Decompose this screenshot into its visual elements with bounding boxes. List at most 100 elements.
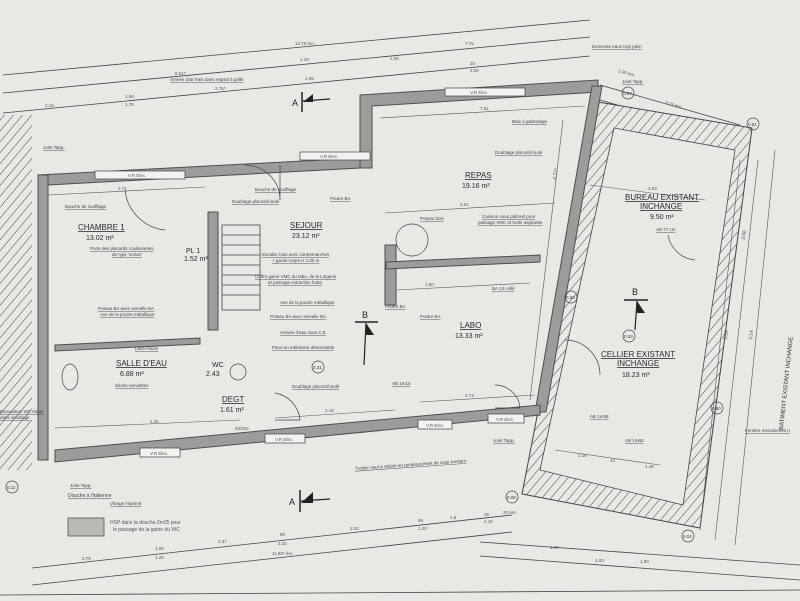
bottom-dimension-lines	[0, 514, 800, 596]
dim-interior: 3.03	[648, 186, 657, 191]
svg-text:Poutre BA: Poutre BA	[385, 304, 406, 309]
dim-top: 1.69	[125, 94, 134, 99]
dim-bottom: 1.8	[450, 515, 457, 520]
dim-top-right: 3.75 ém.	[665, 100, 683, 110]
level-value: 0.04	[683, 534, 692, 539]
svg-text:SALLE D'EAU: SALLE D'EAU	[116, 359, 167, 368]
legend: HSP dans la douche 2m25 pour le passage …	[67, 517, 181, 537]
svg-text:Poteau bois: Poteau bois	[420, 216, 445, 221]
dim-interior-vertical: 4.72⁵	[552, 168, 560, 181]
level-value: 0.08	[507, 495, 516, 500]
svg-text:CHAMBRE 1: CHAMBRE 1	[78, 223, 125, 232]
svg-text:AB 77 cm: AB 77 cm	[656, 227, 676, 232]
svg-text:Doublage placostil isolé: Doublage placostil isolé	[495, 150, 543, 155]
dim-bottom: 1.25	[155, 555, 164, 560]
svg-text:LABO: LABO	[460, 321, 481, 330]
dim-interior: 4.01	[460, 202, 469, 207]
dim-bottom: 2.15	[278, 541, 287, 546]
svg-text:B: B	[632, 287, 638, 297]
batiment-existant-label: BATIMENT EXISTANT INCHANGE	[779, 337, 795, 431]
dim-interior-vertical: 3.14	[748, 330, 755, 341]
dim-bottom: 95	[418, 518, 424, 523]
svg-text:et passage extraction hotte: et passage extraction hotte	[268, 280, 323, 285]
stairs	[221, 224, 261, 311]
svg-text:Paroi en mélaminé démontable: Paroi en mélaminé démontable	[272, 345, 335, 350]
svg-text:13.33 m²: 13.33 m²	[455, 333, 483, 340]
dim-top: 1.05	[305, 76, 314, 81]
svg-text:Poutre BA: Poutre BA	[420, 314, 441, 319]
room-bureau: BUREAU EXISTANT INCHANGE 9.50 m²	[625, 193, 699, 221]
svg-text:Arrivée d'air frais dans regar: Arrivée d'air frais dans regard à grille	[170, 77, 244, 82]
svg-text:Sèche-serviettes: Sèche-serviettes	[115, 383, 149, 388]
dim-top: 1.05	[390, 56, 399, 61]
level-value: 0.11	[7, 485, 16, 490]
dim-bottom: 4.00	[595, 558, 604, 563]
dim-top: 3.00	[470, 68, 479, 73]
svg-text:passage VMC et hotte aspirante: passage VMC et hotte aspirante	[478, 220, 543, 225]
svg-text:CELLIER EXISTANT: CELLIER EXISTANT	[601, 350, 675, 359]
svg-text:Joint Tapp.: Joint Tapp.	[43, 145, 65, 150]
dim-top: 1.19	[300, 57, 309, 62]
room-labo: LABO 13.33 m²	[455, 321, 483, 340]
room-sejour: SEJOUR 23.12 m²	[290, 221, 323, 240]
dim-interior: 43	[610, 458, 616, 463]
svg-text:Coffre gainé VMC du labo, de l: Coffre gainé VMC du labo, de la Lingerie	[255, 274, 337, 279]
svg-text:Axe de la poutre métallique: Axe de la poutre métallique	[100, 312, 155, 317]
section-marker-a-top: A	[292, 92, 331, 112]
vr-elec-label: V.R Elec.	[275, 437, 293, 442]
existing-wall-left	[0, 115, 32, 470]
room-salle-eau: SALLE D'EAU 6.88 m²	[116, 359, 167, 378]
level-value: 0.07	[623, 91, 632, 96]
svg-text:Bouche de soufflage: Bouche de soufflage	[65, 204, 106, 209]
dim-top: 7.75	[465, 41, 474, 46]
room-repas: REPAS 19.16 m²	[462, 171, 492, 190]
level-value: 0.51	[748, 122, 757, 127]
svg-text:Baie à galandage: Baie à galandage	[512, 119, 548, 124]
room-degt: DEGT 1.61 m²	[220, 395, 244, 414]
level-value: 0.53	[624, 334, 633, 339]
dim-bottom: 2.37	[218, 539, 227, 544]
dim-bottom: 1.90	[640, 559, 649, 564]
dim-interior: 1.19	[578, 453, 587, 458]
svg-text:1.61 m²: 1.61 m²	[220, 407, 244, 414]
dim-total-bottom: 11.80⁵ ém.	[272, 551, 294, 556]
dim-interior-vertical: 3.06	[741, 230, 748, 241]
dim-interior-vertical: 3.39	[723, 330, 730, 341]
svg-text:Poteau BA avec semelle BA: Poteau BA avec semelle BA	[98, 306, 154, 311]
dim-interior: 1.25	[150, 419, 159, 424]
svg-text:93/204: 93/204	[235, 426, 249, 431]
vr-elec-label: V.R Elec.	[470, 90, 488, 95]
svg-text:9.50 m²: 9.50 m²	[650, 214, 674, 221]
level-value: 0.31	[313, 365, 322, 370]
svg-text:Douche à l'italienne: Douche à l'italienne	[68, 493, 112, 499]
svg-text:de type 'océan': de type 'océan'	[112, 252, 142, 257]
vr-elec-label: V.R Elec.	[150, 451, 168, 456]
svg-text:B: B	[362, 310, 368, 320]
svg-text:A: A	[292, 98, 298, 108]
vr-elec-label: V.R Elec.	[320, 154, 338, 159]
svg-text:DEGT: DEGT	[222, 395, 244, 404]
svg-text:19.16 m²: 19.16 m²	[462, 183, 490, 190]
svg-text:Joint Tapp.: Joint Tapp.	[493, 438, 515, 443]
dim-bottom: 1.20	[418, 526, 427, 531]
section-marker-a-bottom: A	[289, 490, 331, 512]
svg-text:1.52 m²: 1.52 m²	[184, 256, 208, 263]
vr-elec-boxes	[94, 87, 526, 458]
dim-top: 20	[470, 61, 476, 66]
vr-elec-label: V.R Elec.	[128, 173, 146, 178]
svg-text:6.88 m²: 6.88 m²	[120, 371, 144, 378]
dim-bottom: 1.90	[550, 545, 559, 550]
svg-text:AB 1m10: AB 1m10	[392, 381, 411, 386]
dim-top: 2.15	[45, 103, 54, 108]
level-value: 0.53	[566, 295, 575, 300]
svg-text:Doublage placostil isolé: Doublage placostil isolé	[232, 199, 280, 204]
svg-text:Porte des placards coulissante: Porte des placards coulissantes	[90, 246, 154, 251]
svg-text:Descente eaux trop plein: Descente eaux trop plein	[592, 44, 642, 49]
svg-text:Vitrage imprimé: Vitrage imprimé	[110, 501, 142, 506]
section-marker-b-right: B	[624, 287, 648, 331]
level-value: 0.80	[712, 406, 721, 411]
svg-text:INCHANGE: INCHANGE	[617, 359, 659, 368]
svg-text:REPAS: REPAS	[465, 171, 492, 180]
walls	[36, 79, 603, 463]
svg-text:Fenêtre menuiseries n: Fenêtre menuiseries n	[745, 428, 790, 433]
